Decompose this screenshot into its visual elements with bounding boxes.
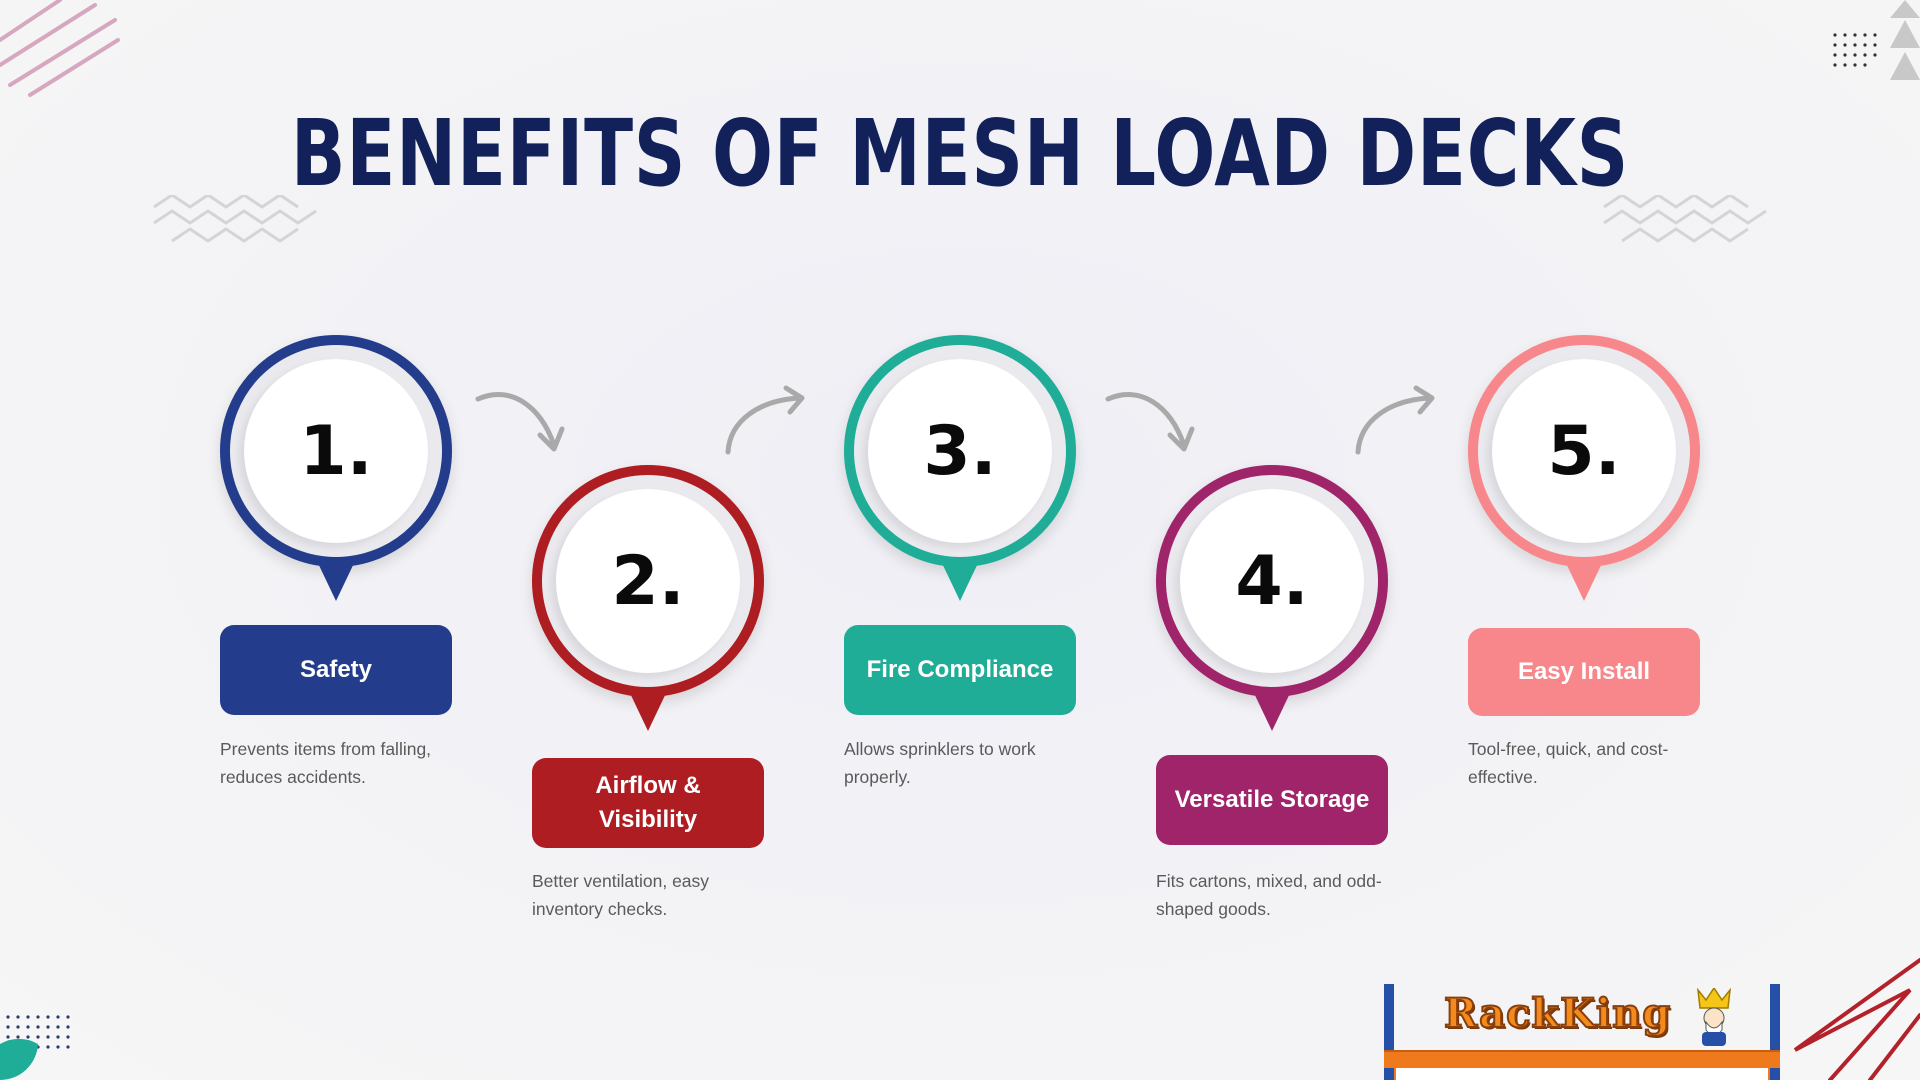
rack-beam bbox=[1384, 1050, 1780, 1068]
pin-pointer bbox=[316, 559, 356, 601]
rack-upright-right bbox=[1770, 984, 1780, 1080]
step-description: Allows sprinklers to work properly. bbox=[844, 739, 1036, 787]
rack-deck bbox=[1394, 1068, 1770, 1080]
step-label: Easy Install bbox=[1468, 628, 1700, 716]
logo-text: RackKing bbox=[1443, 989, 1672, 1038]
bottom-right-scribble-decoration bbox=[1793, 958, 1920, 1080]
step-label: Safety bbox=[220, 625, 452, 715]
step-number-badge: 2. bbox=[532, 465, 764, 697]
rackking-logo: RackKing bbox=[1384, 982, 1780, 1080]
step-description: Better ventilation, easy inventory check… bbox=[532, 871, 710, 919]
rack-upright-left bbox=[1384, 984, 1394, 1080]
curved-arrow-icon bbox=[475, 392, 565, 452]
pin-pointer bbox=[1252, 689, 1292, 731]
pin-pointer bbox=[940, 559, 980, 601]
pin-pointer bbox=[628, 689, 668, 731]
step-number: 3. bbox=[868, 359, 1052, 543]
step-number-badge: 1. bbox=[220, 335, 452, 567]
bottom-left-dots-decoration bbox=[0, 1015, 70, 1080]
step-number-badge: 5. bbox=[1468, 335, 1700, 567]
step-number: 1. bbox=[244, 359, 428, 543]
top-right-triangles-decoration bbox=[1833, 0, 1920, 80]
curved-arrow-icon bbox=[725, 385, 805, 455]
step-number-badge: 4. bbox=[1156, 465, 1388, 697]
curved-arrow-icon bbox=[1105, 392, 1195, 452]
left-zigzag-decoration bbox=[153, 195, 317, 243]
step-number: 4. bbox=[1180, 489, 1364, 673]
page-title: BENEFITS OF MESH LOAD DECKS bbox=[290, 100, 1630, 207]
step-label: Airflow & Visibility bbox=[532, 758, 764, 848]
step-label: Versatile Storage bbox=[1156, 755, 1388, 845]
top-left-scribble-decoration bbox=[0, 0, 120, 97]
curved-arrow-icon bbox=[1355, 385, 1435, 455]
pin-pointer bbox=[1564, 559, 1604, 601]
crown-king-mascot-icon bbox=[1697, 988, 1731, 1046]
step-number-badge: 3. bbox=[844, 335, 1076, 567]
step-description: Tool-free, quick, and cost-effective. bbox=[1468, 739, 1669, 787]
step-label: Fire Compliance bbox=[844, 625, 1076, 715]
step-number: 2. bbox=[556, 489, 740, 673]
step-number: 5. bbox=[1492, 359, 1676, 543]
step-description: Fits cartons, mixed, and odd-shaped good… bbox=[1156, 871, 1382, 919]
step-description: Prevents items from falling, reduces acc… bbox=[220, 739, 432, 787]
right-zigzag-decoration bbox=[1603, 195, 1767, 243]
